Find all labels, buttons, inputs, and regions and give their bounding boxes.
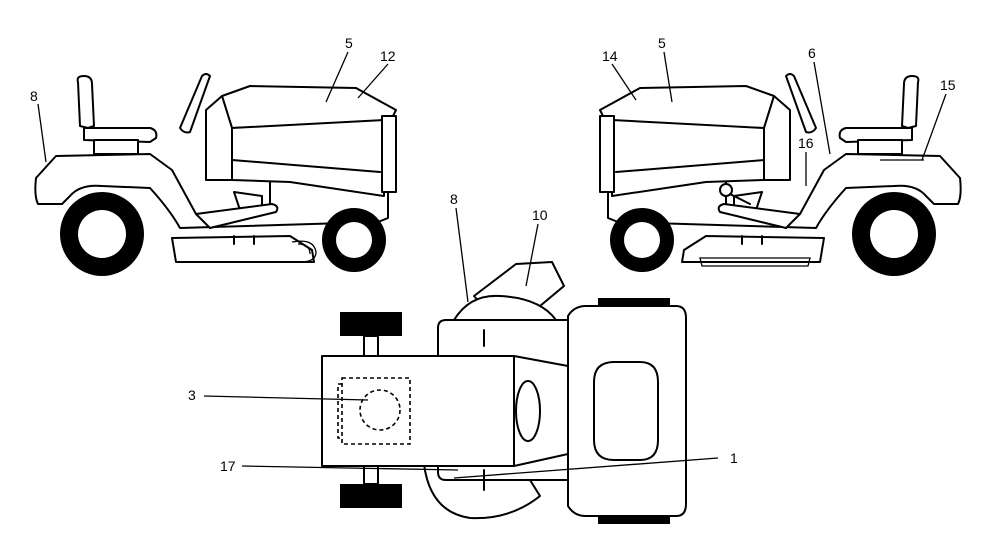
callout-12-left: 12 (380, 48, 396, 64)
mower-top-view (321, 261, 687, 524)
callout-3-top: 3 (188, 387, 196, 403)
callout-5-left: 5 (345, 35, 353, 51)
callout-16-right: 16 (798, 135, 814, 151)
callout-17-top: 17 (220, 458, 236, 474)
callout-8-left: 8 (30, 88, 38, 104)
callout-15-right: 15 (940, 77, 956, 93)
callout-5-right: 5 (658, 35, 666, 51)
mower-left-side-view (34, 73, 397, 276)
callout-1-top: 1 (730, 450, 738, 466)
callout-14-right: 14 (602, 48, 618, 64)
callout-10-top: 10 (532, 207, 548, 223)
callout-8-top: 8 (450, 191, 458, 207)
mower-right-side-view (599, 73, 962, 276)
callout-6-right: 6 (808, 45, 816, 61)
leader-lines (37, 51, 947, 479)
callout-labels: 8 5 12 14 5 6 16 15 8 10 3 17 1 (30, 35, 956, 474)
